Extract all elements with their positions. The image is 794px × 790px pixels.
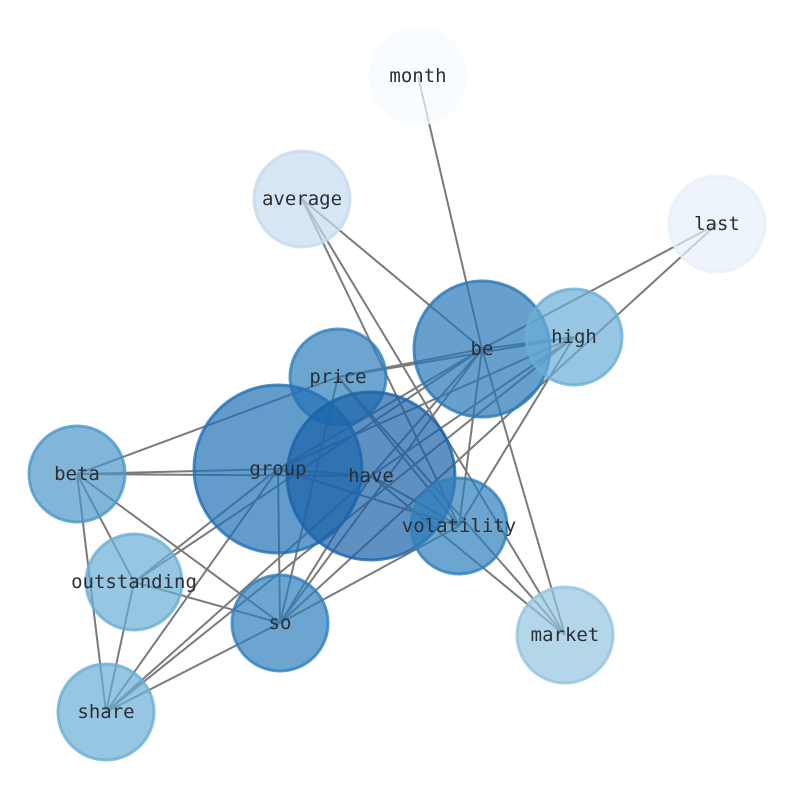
node-outstanding — [84, 532, 184, 632]
edge-average-market — [301, 198, 566, 636]
edges-layer — [76, 75, 718, 713]
node-label-have: have — [348, 465, 394, 487]
node-label-volatility: volatility — [402, 515, 516, 537]
nodes-layer — [27, 26, 767, 762]
node-average — [252, 149, 352, 249]
node-label-average: average — [262, 188, 342, 210]
node-label-high: high — [551, 326, 597, 348]
node-label-share: share — [77, 701, 134, 723]
node-label-so: so — [269, 612, 292, 634]
node-label-beta: beta — [54, 463, 100, 485]
node-high — [524, 287, 624, 387]
node-label-price: price — [309, 366, 366, 388]
node-label-last: last — [694, 213, 740, 235]
node-month — [368, 26, 468, 126]
node-beta — [27, 424, 127, 524]
node-label-group: group — [249, 458, 306, 480]
node-last — [667, 174, 767, 274]
node-label-outstanding: outstanding — [71, 571, 197, 593]
node-share — [56, 662, 156, 762]
node-label-be: be — [471, 338, 494, 360]
labels-layer: month average last be high price group have beta… — [54, 65, 740, 723]
node-so — [230, 573, 330, 673]
node-label-month: month — [389, 65, 446, 87]
node-market — [515, 585, 615, 685]
node-label-market: market — [531, 624, 600, 646]
node-volatility — [409, 476, 509, 576]
